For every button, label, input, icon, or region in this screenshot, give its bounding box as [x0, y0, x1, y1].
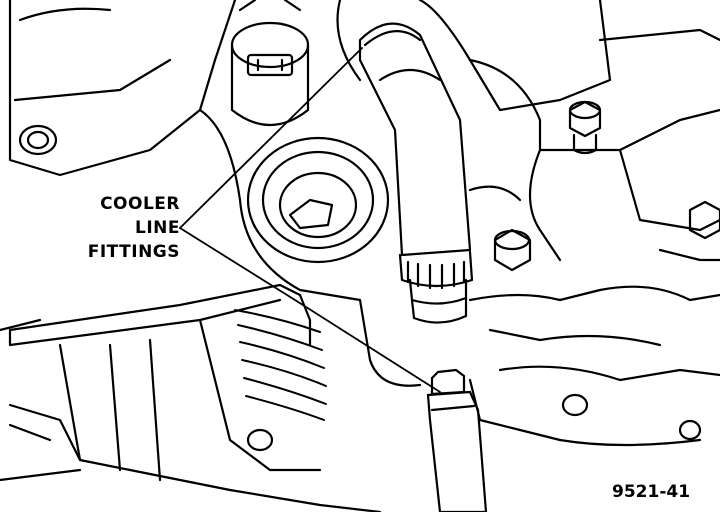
bolt-upper-right: [568, 100, 602, 155]
sensor-bore: [246, 136, 390, 264]
callout-line-2: LINE: [135, 218, 180, 238]
upper-cooler-hose: [358, 22, 474, 324]
callout-line-1: COOLER: [100, 194, 180, 214]
transmission-case: [198, 0, 720, 447]
bolt-middle: [493, 228, 532, 272]
pan-ribs: [234, 309, 327, 421]
lower-cooler-hose: [426, 368, 488, 512]
oil-pan: [0, 283, 702, 512]
left-housing: [0, 0, 237, 332]
callout-line-3: FITTINGS: [87, 242, 180, 262]
cooler-line-fittings-callout: COOLER LINE FITTINGS: [60, 192, 180, 264]
figure-id: 9521-41: [612, 482, 691, 502]
callout-leaders: [179, 47, 441, 393]
electrical-connector: [230, 0, 310, 127]
bolt-right-edge: [688, 200, 720, 240]
